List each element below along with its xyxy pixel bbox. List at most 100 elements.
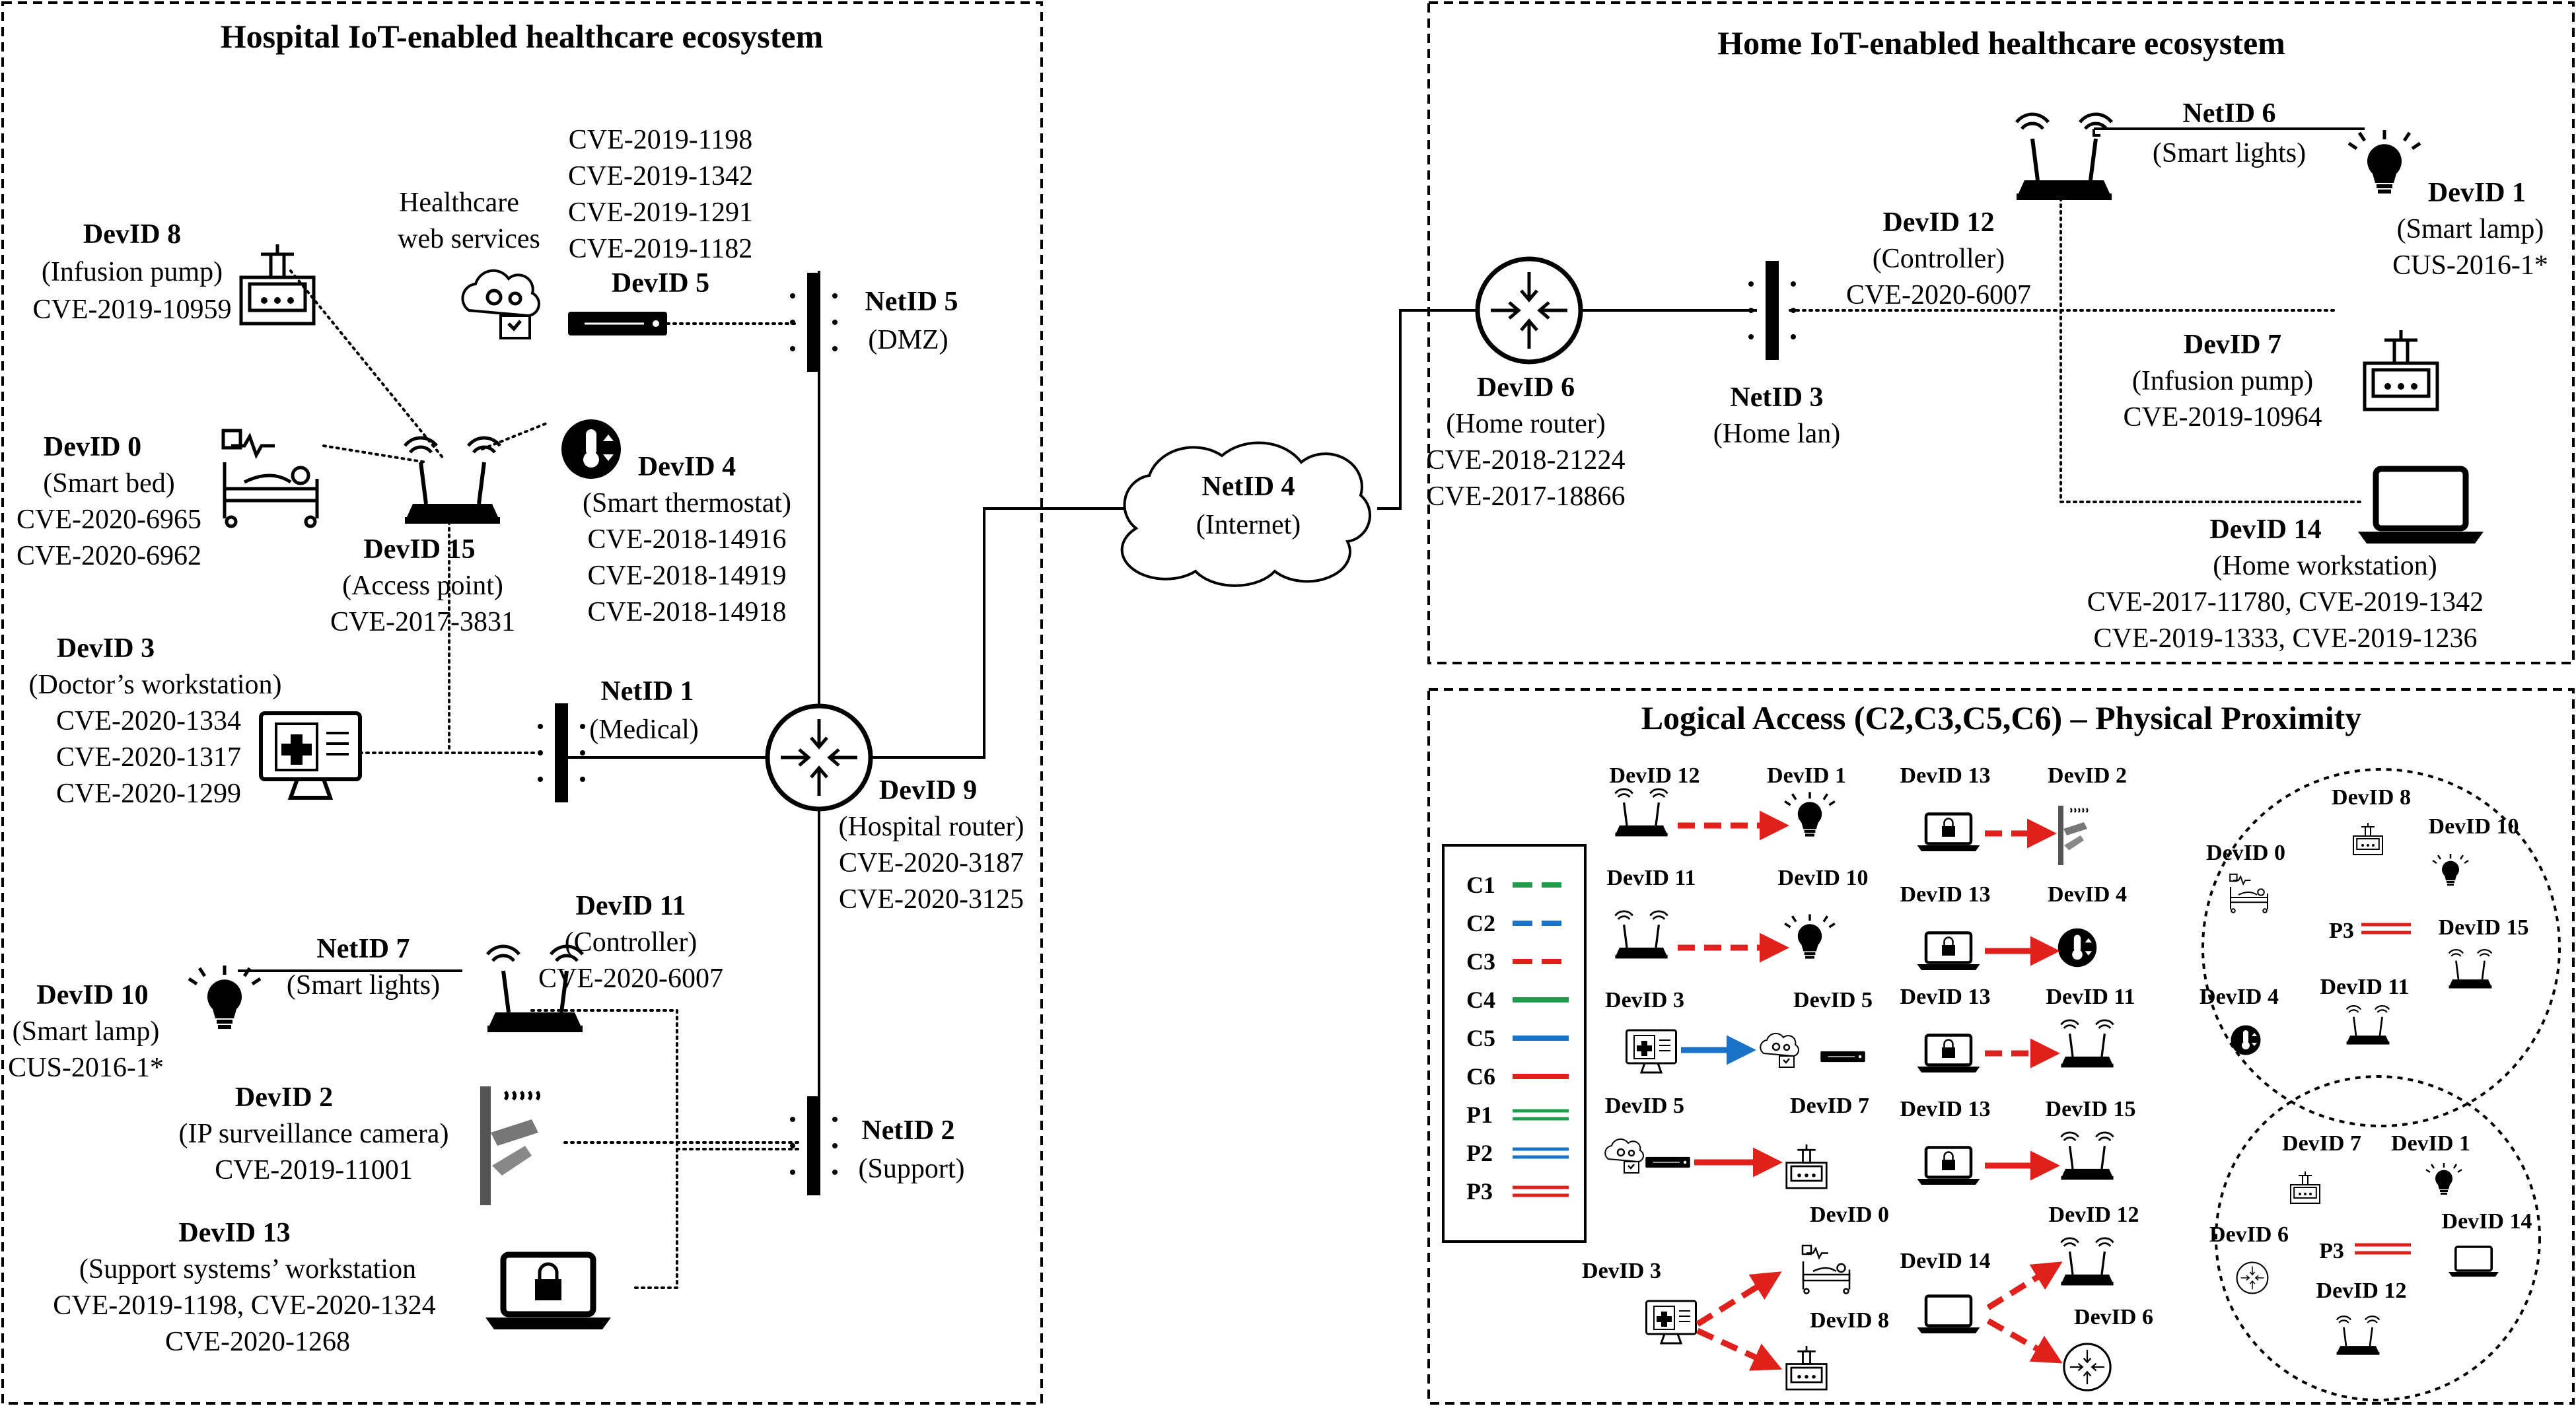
prox1-label: P3 xyxy=(2329,919,2354,943)
pair-label: DevID 6 xyxy=(2074,1305,2153,1329)
dev14-cve-1: CVE-2019-1333, CVE-2019-1236 xyxy=(2094,623,2478,654)
net4-id: NetID 4 xyxy=(1201,472,1295,502)
net5-name: (DMZ) xyxy=(868,325,948,355)
pair-label: DevID 10 xyxy=(1778,866,1869,890)
dev4-id: DevID 4 xyxy=(638,452,736,482)
home-branch xyxy=(2059,197,2366,503)
net1-id: NetID 1 xyxy=(600,676,694,707)
access-point-icon xyxy=(2448,948,2493,989)
net7-id: NetID 7 xyxy=(316,934,410,964)
dev12-cve-0: CVE-2020-6007 xyxy=(1846,280,2031,310)
monitor-icon xyxy=(1626,1029,1677,1074)
logical-access-title: Logical Access (C2,C3,C5,C6) – Physical … xyxy=(1641,699,2362,736)
web-services-line1: Healthcare xyxy=(399,188,519,218)
pair-label: DevID 7 xyxy=(1790,1094,1869,1118)
bulb-icon xyxy=(1783,913,1836,960)
dev0-cve-1: CVE-2020-6962 xyxy=(17,541,201,571)
router-icon xyxy=(2236,1261,2269,1294)
internet-cloud-icon xyxy=(1120,441,1372,587)
dev2-role: (IP surveillance camera) xyxy=(179,1119,449,1149)
pair-label: DevID 4 xyxy=(2048,882,2127,907)
dev9-router-icon xyxy=(768,706,871,809)
cloud-icon xyxy=(1759,1032,1800,1069)
thermostat-icon xyxy=(2231,1025,2261,1055)
dev15-id: DevID 15 xyxy=(363,534,475,565)
pair-label: DevID 0 xyxy=(1810,1203,1889,1227)
router9-internet-link xyxy=(871,507,1129,759)
dev8-role: (Infusion pump) xyxy=(42,257,223,287)
dev11-cve-0: CVE-2020-6007 xyxy=(538,964,723,994)
web-services-line2: web services xyxy=(398,224,540,254)
dev5-cve-2: CVE-2019-1291 xyxy=(568,197,753,228)
pair-label: DevID 3 xyxy=(1605,988,1684,1012)
net2-switch-icon xyxy=(790,1096,838,1195)
pump-icon xyxy=(1785,1345,1828,1391)
dev0-bed-icon xyxy=(223,431,317,526)
dev13-cve-1: CVE-2020-1268 xyxy=(165,1327,350,1357)
dev6-router-icon xyxy=(1478,259,1581,362)
pair-label: DevID 5 xyxy=(1605,1094,1684,1118)
pair-label: DevID 1 xyxy=(1767,763,1846,788)
dev14-cve-0: CVE-2017-11780, CVE-2019-1342 xyxy=(2087,587,2484,617)
net2-name: (Support) xyxy=(859,1154,965,1184)
c3-link xyxy=(1986,1261,2063,1310)
dev10-id: DevID 10 xyxy=(36,980,148,1010)
net4-name: (Internet) xyxy=(1196,510,1301,540)
dev15-access-point-icon xyxy=(405,438,500,524)
proximity-circle-1 xyxy=(2201,768,2561,1127)
dev0-id: DevID 0 xyxy=(44,432,141,462)
dev15-cve-0: CVE-2017-3831 xyxy=(330,607,515,637)
dev1-cve-0: CUS-2016-1* xyxy=(2392,250,2548,281)
prox1-dev15: DevID 15 xyxy=(2439,915,2529,940)
dev8-cve-0: CVE-2019-10959 xyxy=(33,295,232,325)
camera-icon xyxy=(2057,804,2089,866)
prox2-dev14: DevID 14 xyxy=(2442,1209,2532,1234)
pump-icon xyxy=(2289,1170,2321,1205)
access-point-icon xyxy=(2345,1004,2390,1045)
dev1-id: DevID 1 xyxy=(2428,178,2526,208)
access-point-icon xyxy=(2059,1237,2115,1287)
pair-label: DevID 11 xyxy=(1606,866,1696,890)
legend-label-p1: P1 xyxy=(1466,1102,1493,1128)
dev12-role: (Controller) xyxy=(1873,244,2005,274)
dev4-thermostat-icon xyxy=(561,419,621,479)
dev4-ap-link xyxy=(481,421,550,450)
pair-label: DevID 12 xyxy=(1610,763,1700,788)
prox2-dev1: DevID 1 xyxy=(2391,1131,2470,1156)
bulb-icon xyxy=(2431,853,2470,887)
dev2-id: DevID 2 xyxy=(235,1082,333,1113)
net5-id: NetID 5 xyxy=(865,287,958,317)
pair-label: DevID 13 xyxy=(1900,763,1991,788)
prox1-dev11: DevID 11 xyxy=(2320,975,2409,999)
access-point-icon xyxy=(1614,910,1669,960)
hospital-panel xyxy=(1,1,1043,1405)
proximity-circle-2 xyxy=(2215,1075,2541,1401)
legend-box xyxy=(1442,844,1587,1243)
dev4-cve-0: CVE-2018-14916 xyxy=(588,524,787,555)
net3-name: (Home lan) xyxy=(1713,419,1840,449)
access-point-icon xyxy=(2059,1131,2115,1181)
pair-label: DevID 3 xyxy=(1582,1259,1661,1283)
dev3-monitor-icon xyxy=(261,713,360,798)
legend-label-p3: P3 xyxy=(1466,1178,1493,1205)
pair-label: DevID 13 xyxy=(1900,1097,1991,1121)
dev14-id: DevID 14 xyxy=(2209,514,2321,545)
dev0-ap-link xyxy=(322,444,427,464)
web-services-cloud-icon xyxy=(462,271,539,338)
dev6-cve-1: CVE-2017-18866 xyxy=(1427,481,1626,512)
legend-label-c6: C6 xyxy=(1466,1063,1495,1090)
laptop-icon xyxy=(1917,1296,1980,1334)
legend-label-p2: P2 xyxy=(1466,1140,1493,1166)
dev5-server-icon xyxy=(567,310,668,337)
dev1-bulb-icon xyxy=(2349,130,2420,193)
logical-access-panel xyxy=(1427,688,2575,1405)
cloud-icon xyxy=(1604,1138,1645,1174)
dev9-role: (Hospital router) xyxy=(838,812,1024,842)
pair-label: DevID 11 xyxy=(2046,985,2135,1009)
pair-label: DevID 14 xyxy=(1900,1249,1991,1273)
dev11-role: (Controller) xyxy=(565,927,698,958)
laptop-icon xyxy=(2447,1246,2500,1278)
bulb-icon xyxy=(1783,791,1836,838)
dev7-id: DevID 7 xyxy=(2184,330,2281,360)
